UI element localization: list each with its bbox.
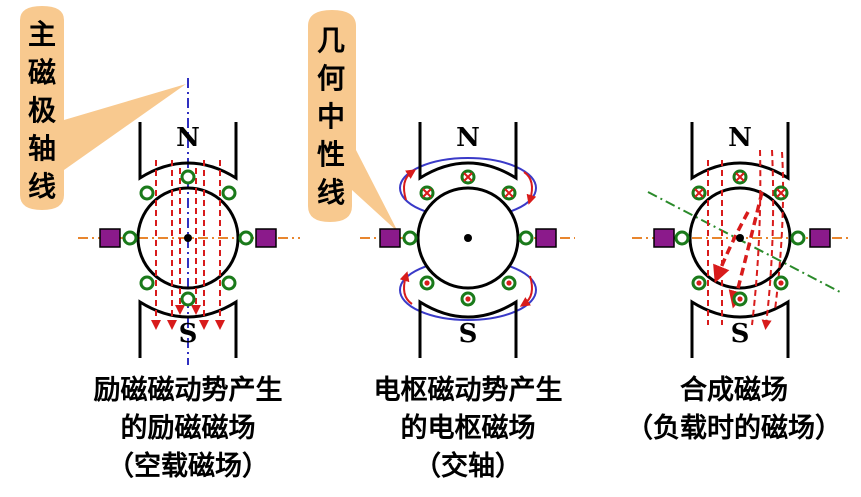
callout-char: 磁 bbox=[28, 56, 56, 89]
north-pole-label: N bbox=[176, 123, 200, 153]
caption-line: （空载磁场） bbox=[107, 451, 269, 482]
north-pole-label: N bbox=[456, 123, 480, 153]
north-pole-shoe bbox=[138, 122, 238, 181]
callout-geometric-neutral: 几 何 中 性 线 bbox=[308, 10, 398, 232]
brush-right bbox=[535, 228, 557, 248]
armature-conductors-neutral bbox=[402, 230, 534, 246]
north-pole-shoe bbox=[418, 122, 518, 181]
callout-char: 主 bbox=[28, 18, 56, 51]
diagram-armature-field: N S bbox=[360, 122, 575, 358]
shaft-center bbox=[184, 234, 192, 242]
armature-conductors-cross bbox=[419, 169, 517, 201]
armature-conductors-dot bbox=[691, 275, 789, 307]
armature-conductors-neutral bbox=[674, 230, 806, 246]
caption-armature: 电枢磁动势产生 的电枢磁场 （交轴） bbox=[348, 372, 588, 486]
armature-conductors-cross bbox=[691, 169, 789, 201]
caption-resultant: 合成磁场 （负载时的磁场） bbox=[612, 372, 856, 448]
caption-line: （交轴） bbox=[414, 451, 522, 482]
south-pole-shoe bbox=[418, 299, 518, 358]
callout-char: 轴 bbox=[28, 132, 56, 165]
armature-circle bbox=[688, 186, 792, 290]
south-pole-label: S bbox=[459, 319, 478, 349]
callout-main-pole-axis: 主 磁 极 轴 线 bbox=[20, 6, 186, 210]
callout-char: 何 bbox=[317, 62, 345, 95]
shaft-center bbox=[464, 234, 472, 242]
callout-char: 线 bbox=[317, 176, 345, 209]
physical-neutral-axis bbox=[647, 191, 841, 293]
armature-conductors bbox=[122, 169, 254, 307]
brush-left bbox=[653, 228, 675, 248]
excitation-field-lines bbox=[151, 160, 225, 330]
south-pole-label: S bbox=[731, 319, 750, 349]
brush-right bbox=[809, 228, 831, 248]
callout-char: 中 bbox=[317, 100, 345, 133]
caption-line: 的励磁磁场 bbox=[120, 413, 256, 444]
south-pole-label: S bbox=[179, 319, 198, 349]
south-pole-shoe bbox=[138, 299, 238, 358]
brush-left bbox=[99, 228, 121, 248]
brush-left bbox=[379, 228, 401, 248]
caption-line: 合成磁场 bbox=[680, 375, 788, 406]
armature-conductors-dot bbox=[419, 275, 517, 307]
distorted-flux-path bbox=[713, 191, 764, 309]
caption-line: 励磁磁动势产生 bbox=[93, 375, 283, 406]
south-pole-shoe bbox=[690, 299, 790, 358]
callout-char: 几 bbox=[317, 24, 345, 57]
caption-excitation: 励磁磁动势产生 的励磁磁场 （空载磁场） bbox=[68, 372, 308, 486]
diagram-excitation-field: N S bbox=[78, 78, 300, 365]
north-pole-label: N bbox=[728, 123, 752, 153]
shaft-center bbox=[736, 234, 744, 242]
caption-line: 的电枢磁场 bbox=[400, 413, 536, 444]
caption-line: 电枢磁动势产生 bbox=[373, 375, 563, 406]
resultant-field-lines bbox=[707, 149, 785, 330]
armature-field-arrows bbox=[399, 169, 537, 307]
caption-line: （负载时的磁场） bbox=[626, 413, 842, 444]
callout-char: 性 bbox=[317, 138, 345, 171]
armature-circle bbox=[136, 186, 240, 290]
diagram-resultant-field: N S bbox=[632, 122, 852, 358]
callout-char: 线 bbox=[28, 170, 56, 203]
callout-char: 极 bbox=[28, 94, 56, 127]
brush-right bbox=[255, 228, 277, 248]
